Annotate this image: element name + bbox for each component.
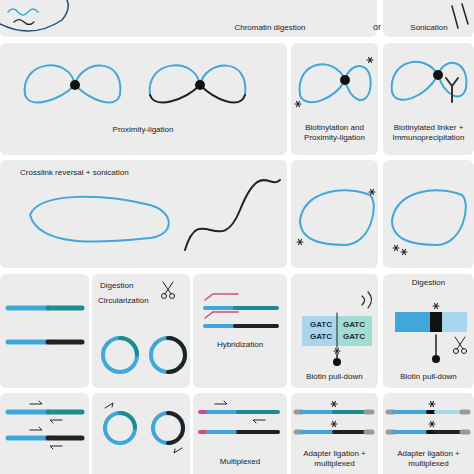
step-label: Digestion: [100, 281, 160, 291]
step-label: Digestion: [385, 278, 472, 288]
step-panel: Biotinylation and Proximity-ligation: [291, 43, 378, 155]
step-label: Biotinylation and Proximity-ligation: [294, 123, 375, 143]
step-panel: Hybridization: [193, 274, 287, 388]
panel-shape: [383, 0, 474, 37]
step-label: Proximity-ligation: [58, 125, 228, 135]
step-label: Biotinylated linker + Immunoprecipitatio…: [386, 123, 471, 143]
panel-shape: [291, 393, 378, 474]
panel-shape: [0, 160, 287, 268]
step-panel: Biotin pull-down: [291, 274, 378, 388]
step-label: Circularization: [98, 296, 164, 306]
step-label: Hybridization: [195, 340, 285, 350]
panel-shape: [0, 43, 287, 155]
panel-shape: [0, 0, 377, 37]
sequence-label: GATC: [339, 332, 369, 342]
panel-shape: [291, 43, 378, 155]
step-panel: Sonication: [383, 0, 474, 37]
panel-shape: [383, 393, 474, 474]
step-label: Multiplexed: [195, 457, 285, 467]
step-panel: DigestionBiotin pull-down: [383, 274, 474, 388]
step-label: Crosslink reversal + sonication: [20, 168, 130, 178]
panel-shape: [291, 274, 378, 388]
step-panel: Proximity-ligation: [0, 43, 287, 155]
sequence-label: GATC: [339, 320, 369, 330]
panel-shape: [92, 274, 190, 388]
step-panel: Biotinylated linker + Immunoprecipitatio…: [383, 43, 474, 155]
panel-shape: [383, 43, 474, 155]
panel-shape: [383, 274, 474, 388]
connector-word: or: [370, 22, 384, 32]
step-label: Sonication: [391, 23, 467, 33]
sequence-label: GATC: [306, 320, 336, 330]
sequence-label: GATC: [306, 332, 336, 342]
panel-shape: [193, 393, 287, 474]
step-label: Biotin pull-down: [293, 372, 376, 382]
step-label: Adapter ligation + multiplexed: [293, 449, 376, 469]
step-panel: Adapter ligation + multiplexed: [291, 393, 378, 474]
step-label: Chromatin digestion: [200, 23, 340, 33]
step-panel: DigestionCircularization: [92, 274, 190, 388]
step-panel: Multiplexed: [193, 393, 287, 474]
step-panel: Crosslink reversal + sonication: [0, 160, 287, 268]
step-panel: Adapter ligation + multiplexed: [383, 393, 474, 474]
step-label: Adapter ligation + multiplexed: [385, 449, 472, 469]
panel-shape: [193, 274, 287, 388]
step-panel: Chromatin digestion: [0, 0, 377, 37]
step-label: Biotin pull-down: [385, 372, 472, 382]
